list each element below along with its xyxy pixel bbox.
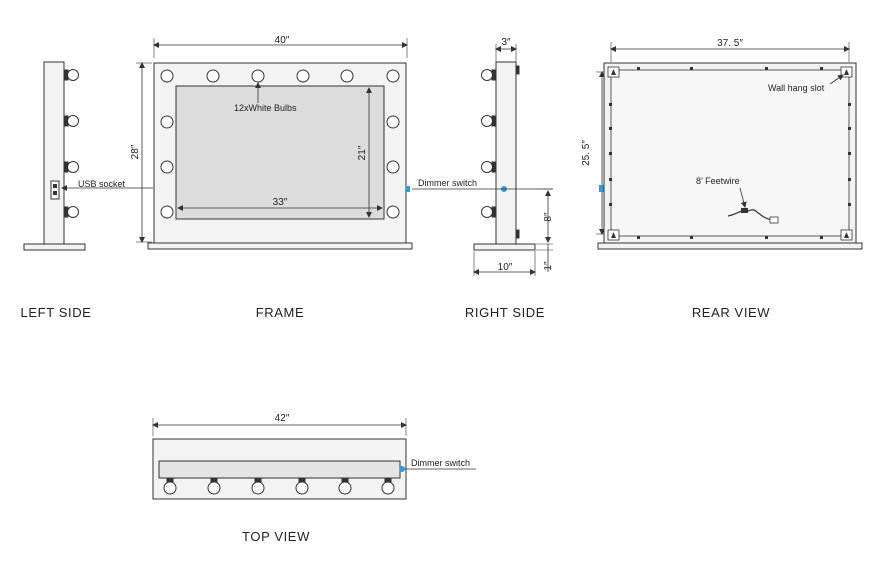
right-side-view: 3″ Dimmer switch 8″ 1″ 10″	[406, 37, 554, 276]
bulb-icon	[295, 477, 309, 495]
mirror-width-label: 33″	[273, 197, 288, 208]
left-side-title: LEFT SIDE	[21, 305, 92, 320]
bulb-icon	[386, 205, 400, 219]
right-side-bulbs	[481, 65, 520, 239]
bulb-icon	[207, 477, 221, 495]
usb-socket-icon	[50, 180, 60, 200]
bulb-icon	[340, 69, 354, 83]
feetwire-label: 8’ Feetwire	[696, 176, 740, 186]
wall-hang-slot-icon	[840, 229, 853, 241]
wall-hang-slot-icon	[840, 66, 853, 78]
bulb-icon	[251, 477, 265, 495]
top-width-label: 42″	[275, 413, 290, 424]
right-base-depth-label: 10″	[498, 262, 513, 273]
frame-width-label: 40″	[275, 35, 290, 46]
bulb-icon	[160, 205, 174, 219]
bulb-icon	[481, 69, 497, 81]
usb-socket-label: USB socket	[78, 179, 126, 189]
rear-height-label: 25. 5″	[581, 140, 592, 166]
frame-base	[147, 242, 413, 250]
frame-view: 40″ 28″ 12xWhite Bulbs 21″	[130, 35, 413, 250]
bulb-icon	[481, 115, 497, 127]
bulb-icon	[251, 69, 265, 83]
rear-base	[597, 242, 863, 250]
right-side-title: RIGHT SIDE	[465, 305, 545, 320]
top-view: 42″ Dimmer switch	[152, 413, 476, 500]
top-view-title: TOP VIEW	[242, 529, 310, 544]
right-depth-label: 3″	[501, 37, 511, 48]
bulb-icon	[386, 115, 400, 129]
left-side-view: USB socket	[23, 61, 153, 251]
rear-view: 37. 5″ 25. 5″	[581, 38, 863, 250]
bulb-icon	[63, 115, 79, 127]
feetwire-icon	[727, 208, 779, 224]
bulb-icon	[63, 161, 79, 173]
left-side-base	[23, 243, 86, 251]
rear-panel-inner	[610, 69, 850, 237]
bulb-icon	[206, 69, 220, 83]
bulb-icon	[481, 161, 497, 173]
dimmer-switch-label: Dimmer switch	[418, 178, 477, 188]
bulb-icon	[160, 160, 174, 174]
bulb-icon	[386, 69, 400, 83]
bulb-icon	[296, 69, 310, 83]
wall-hang-slot-label: Wall hang slot	[768, 83, 825, 93]
top-dimmer-switch-label: Dimmer switch	[411, 458, 470, 468]
top-bulbs	[163, 477, 395, 495]
bulb-icon	[163, 477, 177, 495]
bulb-icon	[160, 115, 174, 129]
left-side-panel	[43, 61, 65, 245]
right-side-panel	[495, 61, 517, 245]
rear-dimmer-switch-icon	[599, 185, 604, 192]
left-side-bulbs	[63, 69, 79, 218]
mirror-height-label: 21″	[357, 145, 368, 160]
bulb-icon	[160, 69, 174, 83]
wall-hang-slot-icon	[607, 229, 620, 241]
bulb-icon	[481, 206, 497, 218]
rear-width-label: 37. 5″	[717, 38, 743, 49]
top-frame-bar	[158, 460, 401, 479]
bulb-icon	[338, 477, 352, 495]
mirror-glass	[175, 85, 385, 220]
right-side-base	[473, 243, 536, 251]
bulb-icon	[386, 160, 400, 174]
bulb-icon	[381, 477, 395, 495]
bulb-icon	[63, 69, 79, 81]
frame-height-label: 28″	[130, 144, 141, 159]
bulb-icon	[63, 206, 79, 218]
frame-title: FRAME	[256, 305, 305, 320]
bulbs-label: 12xWhite Bulbs	[234, 103, 297, 113]
wall-hang-slot-icon	[607, 66, 620, 78]
rear-screws	[609, 67, 851, 239]
right-base-height-label: 8″	[543, 212, 554, 222]
dimmer-switch-icon	[406, 186, 410, 192]
top-dimmer-switch-icon	[399, 466, 405, 472]
right-base-thickness-label: 1″	[543, 261, 554, 271]
rear-view-title: REAR VIEW	[692, 305, 770, 320]
